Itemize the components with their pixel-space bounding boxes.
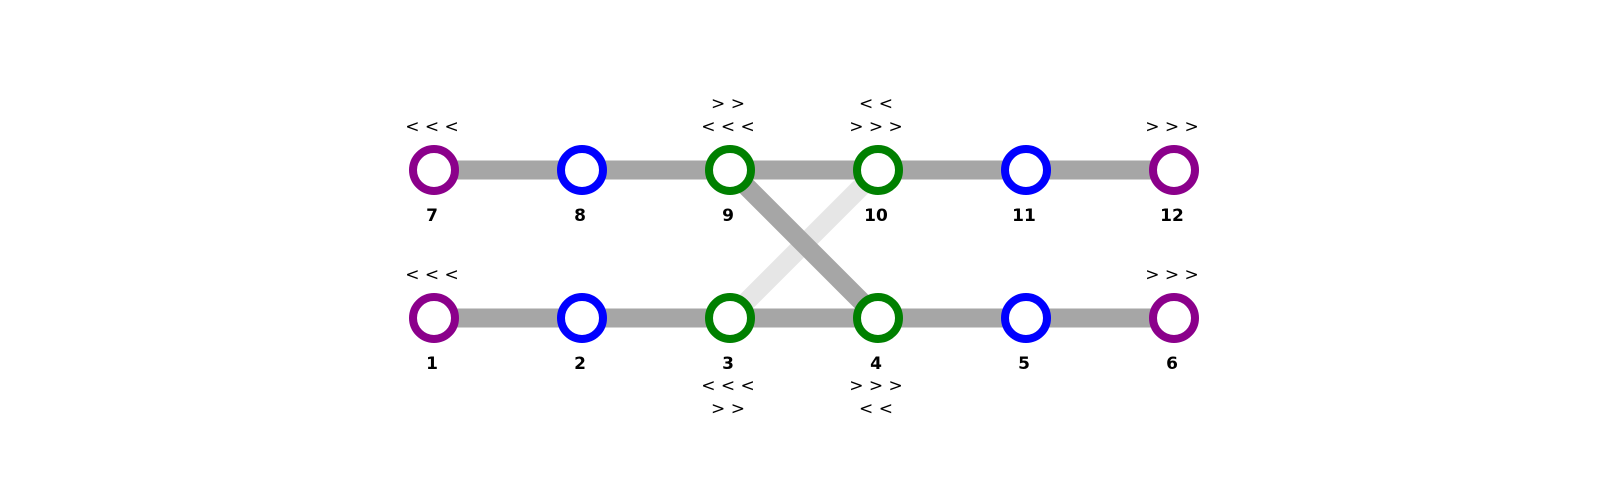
node-7 (409, 145, 459, 195)
node-9 (705, 145, 755, 195)
node-annotation-10-1: > > > (849, 117, 903, 137)
node-annotation-10-0: < < (859, 94, 893, 114)
node-label-1: 1 (426, 354, 438, 374)
node-3 (705, 293, 755, 343)
node-11 (1001, 145, 1051, 195)
node-label-5: 5 (1018, 354, 1030, 374)
nodes-layer (409, 145, 1199, 343)
node-label-9: 9 (722, 206, 734, 226)
node-label-3: 3 (722, 354, 734, 374)
node-label-6: 6 (1166, 354, 1178, 374)
node-annotation-4-1: < < (859, 399, 893, 419)
node-1 (409, 293, 459, 343)
node-annotation-12-0: > > > (1145, 117, 1199, 137)
node-5 (1001, 293, 1051, 343)
node-10 (853, 145, 903, 195)
node-label-7: 7 (426, 206, 438, 226)
node-8 (557, 145, 607, 195)
node-6 (1149, 293, 1199, 343)
node-annotation-1-0: < < < (405, 265, 459, 285)
node-annotation-3-0: < < < (701, 376, 755, 396)
node-annotation-4-0: > > > (849, 376, 903, 396)
node-annotation-6-0: > > > (1145, 265, 1199, 285)
node-label-12: 12 (1160, 206, 1184, 226)
node-annotation-7-0: < < < (405, 117, 459, 137)
node-label-4: 4 (870, 354, 882, 374)
node-label-10: 10 (864, 206, 888, 226)
edge-9-4 (723, 163, 885, 325)
node-annotation-3-1: > > (711, 399, 745, 419)
node-label-11: 11 (1012, 206, 1036, 226)
node-2 (557, 293, 607, 343)
node-label-8: 8 (574, 206, 586, 226)
node-4 (853, 293, 903, 343)
edges-layer (434, 160, 1174, 328)
node-label-2: 2 (574, 354, 586, 374)
node-12 (1149, 145, 1199, 195)
node-annotation-9-1: < < < (701, 117, 755, 137)
node-annotation-9-0: > > (711, 94, 745, 114)
